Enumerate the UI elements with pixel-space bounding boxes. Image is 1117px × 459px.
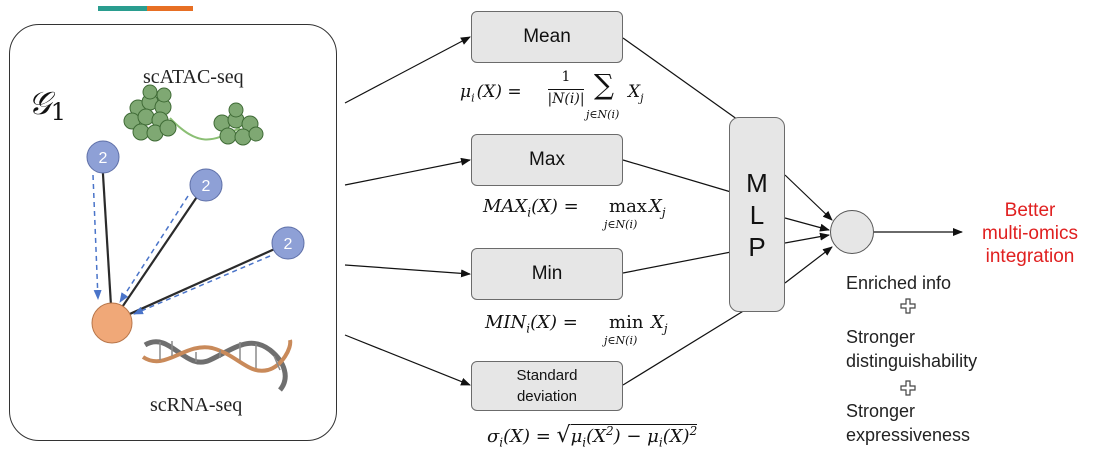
mean-denominator: |N(i)| [547,91,585,107]
neighbor-label-1: 2 [99,150,108,167]
benefit-enriched-info: Enriched info [846,273,952,293]
max-formula: MAXi(X) = max j∈N(i) Xj [483,192,703,238]
std-mid: ) − μ [613,426,659,447]
message-arrows [92,174,271,315]
accent-bar-orange [147,6,193,11]
std-arg: (X) = [503,426,551,447]
plus-outline-icon [900,298,916,314]
mlp-to-combine-arrows [784,174,963,284]
std-lhs-sub: i [499,435,504,450]
neighbor-node-2 [189,168,223,202]
min-term-sub: j [663,321,668,336]
max-label: Max [529,149,565,170]
benefit-distinguishability: Stronger distinguishability [846,325,977,373]
max-term: X [649,196,662,217]
std-body-sup: 2 [605,424,614,438]
benefit-expressiveness: Stronger expressiveness [846,399,970,447]
std-label-line2: deviation [516,388,578,405]
max-lhs-sub: i [527,205,532,220]
accent-bar-teal [98,6,147,11]
min-operator: min [609,312,644,333]
min-aggregator-box: Min [471,248,623,300]
result-line3: integration [985,246,1075,267]
std-aggregator-box: Standard deviation [471,361,623,411]
benefit-expressiveness-line2: expressiveness [846,425,971,445]
mean-sum-sub: j∈N(i) [586,108,620,121]
mean-fraction-bar [548,89,584,90]
std-tail-sup: 2 [689,424,698,438]
min-label: Min [531,263,563,284]
center-node [91,302,133,344]
min-lhs-sub: i [526,321,531,336]
benefit-distinguishability-line1: Stronger [846,327,916,347]
std-body-sub: i [582,435,587,450]
graph-title-subscript: 1 [50,98,67,126]
std-radical-body: μi(X2) − μi(X)2 [570,424,698,450]
mean-lhs: μ [460,82,472,102]
max-operator-sub: j∈N(i) [604,218,638,231]
mean-term: X [628,82,641,102]
mean-term-sub: j [640,91,644,105]
neighbor-label-2: 2 [202,178,211,195]
std-tail: (X) [662,426,690,447]
mlp-letter-p: P [748,231,766,262]
mean-label: Mean [523,26,571,47]
plus-outline-icon [900,380,916,396]
mlp-letter-m: M [746,167,768,198]
aggregator-to-mlp-lines [622,37,746,386]
mlp-box: M L P [729,117,785,312]
max-term-sub: j [661,205,666,220]
max-operator: max [609,196,647,217]
scatac-label: scATAC-seq [143,66,244,88]
min-formula: MINi(X) = min j∈N(i) Xj [485,308,705,354]
result-line2: multi-omics [981,223,1079,244]
neighbor-node-3 [271,226,305,260]
std-label-line1: Standard [516,367,578,384]
max-lhs: MAX [483,196,528,217]
std-lhs: σ [487,426,500,447]
max-aggregator-box: Max [471,134,623,186]
mean-arg: (X) = [476,82,522,102]
mean-lhs-sub: i [471,91,475,105]
aggregator-input-arrows [344,36,471,386]
scrna-label: scRNA-seq [150,394,243,416]
neighbor-node-1 [86,140,120,174]
std-radical: √ [556,423,571,448]
graph-title: 𝒢1 [28,84,66,126]
std-mid-sub: i [658,435,663,450]
chromatin-cluster-icon [123,84,264,146]
benefit-distinguishability-line2: distinguishability [846,351,978,371]
graph-panel [9,24,337,441]
max-arg: (X) = [531,196,579,217]
min-arg: (X) = [530,312,578,333]
min-operator-sub: j∈N(i) [604,334,638,347]
mean-aggregator-box: Mean [471,11,623,63]
combine-node [830,210,874,254]
std-body-arg: (X [586,426,606,447]
dna-double-helix-icon [141,339,293,392]
benefit-expressiveness-line1: Stronger [846,401,916,421]
std-formula: σi(X) = √μi(X2) − μi(X)2 [487,423,787,453]
neighbor-label-3: 2 [284,236,293,253]
result-line1: Better [1004,200,1056,221]
mean-sum-symbol: ∑ [594,68,614,101]
mlp-letter-l: L [749,199,765,230]
graph-title-symbol: 𝒢 [28,84,51,122]
result-label: Better multi-omics integration [960,199,1100,268]
min-lhs: MIN [485,312,527,333]
std-body: μ [570,426,583,447]
mean-numerator: 1 [561,69,571,85]
mean-formula: μi(X) = 1 |N(i)| ∑ j∈N(i) Xj [460,68,660,128]
min-term: X [651,312,664,333]
